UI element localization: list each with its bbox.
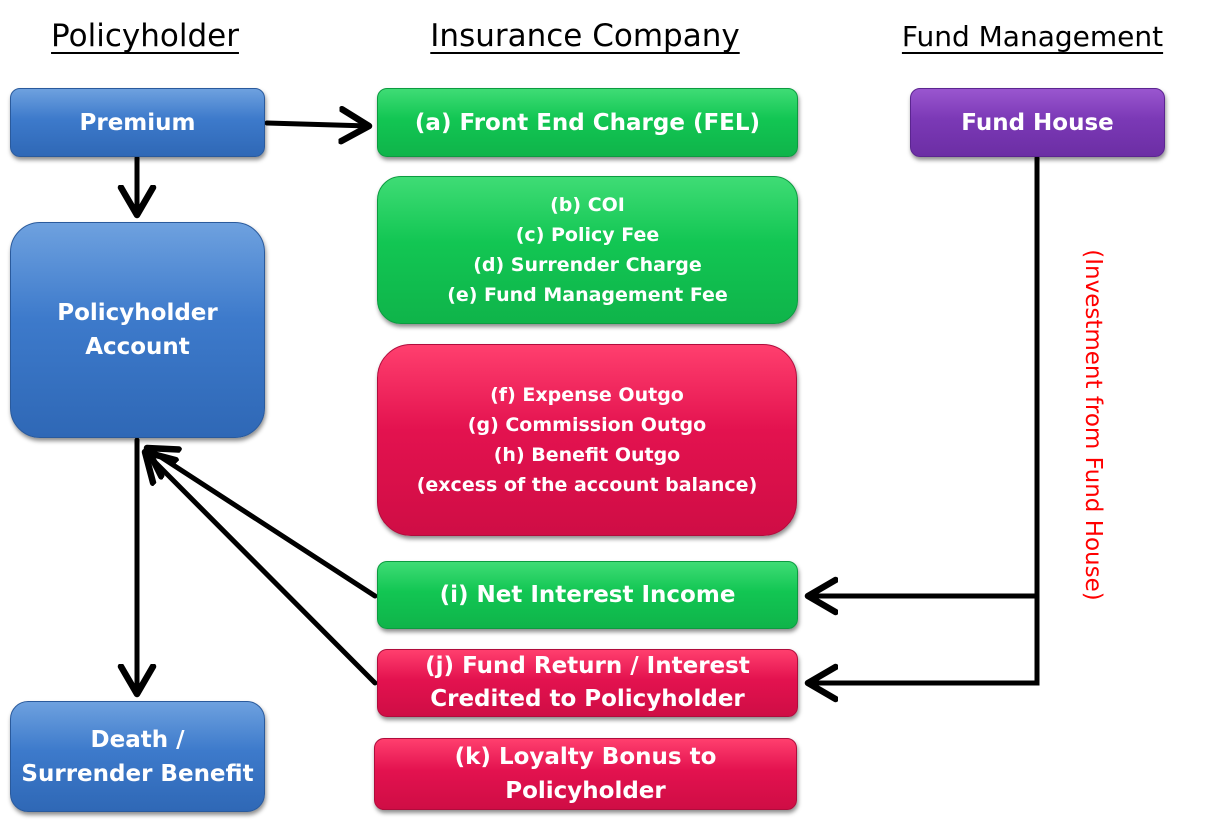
fund-management-header: Fund Management	[901, 20, 1164, 53]
policyholder-account-box: Policyholder Account	[10, 222, 265, 438]
account-label-line2: Account	[85, 334, 190, 360]
loyalty-label-line1: (k) Loyalty Bonus to	[454, 744, 717, 770]
fel-label: (a) Front End Charge (FEL)	[414, 109, 761, 136]
premium-label: Premium	[79, 109, 196, 136]
outgo-excess-note: (excess of the account balance)	[416, 474, 758, 496]
fund-return-label-line2: Credited to Policyholder	[430, 686, 745, 712]
outgo-box: (f) Expense Outgo (g) Commission Outgo (…	[377, 344, 797, 536]
fund-house-box: Fund House	[910, 88, 1165, 157]
policyholder-header: Policyholder	[51, 18, 239, 54]
account-label-line1: Policyholder	[57, 300, 218, 326]
net-interest-label: (i) Net Interest Income	[439, 582, 736, 608]
charges-box: (b) COI (c) Policy Fee (d) Surrender Cha…	[377, 176, 798, 324]
death-surrender-benefit-box: Death / Surrender Benefit	[10, 701, 265, 812]
benefit-label-line2: Surrender Benefit	[21, 760, 254, 787]
charge-policy-fee: (c) Policy Fee	[515, 224, 660, 246]
premium-box: Premium	[10, 88, 265, 157]
fund-return-box: (j) Fund Return / Interest Credited to P…	[377, 649, 798, 717]
charge-coi: (b) COI	[550, 194, 625, 216]
insurance-company-header: Insurance Company	[430, 18, 740, 54]
arrow-premium-to-fel	[264, 123, 369, 126]
benefit-label-line1: Death /	[90, 726, 185, 753]
fund-house-label: Fund House	[961, 109, 1114, 136]
loyalty-label-line2: Policyholder	[505, 778, 666, 804]
net-interest-income-box: (i) Net Interest Income	[377, 561, 798, 629]
arrow-fund-return-to-account	[145, 452, 378, 686]
front-end-charge-box: (a) Front End Charge (FEL)	[377, 88, 798, 157]
arrow-fund-house-to-net-interest	[808, 155, 1040, 596]
fund-return-label-line1: (j) Fund Return / Interest	[425, 653, 750, 679]
outgo-benefit: (h) Benefit Outgo	[493, 444, 681, 466]
charge-fund-management-fee: (e) Fund Management Fee	[447, 284, 728, 306]
outgo-expense: (f) Expense Outgo	[490, 384, 684, 406]
charge-surrender: (d) Surrender Charge	[473, 254, 702, 276]
outgo-commission: (g) Commission Outgo	[467, 414, 707, 436]
loyalty-bonus-box: (k) Loyalty Bonus to Policyholder	[374, 738, 797, 810]
arrow-fund-house-to-fund-return	[808, 593, 1040, 683]
arrow-net-interest-to-account	[147, 448, 378, 599]
investment-annotation: (Investment from Fund House)	[1080, 249, 1106, 601]
